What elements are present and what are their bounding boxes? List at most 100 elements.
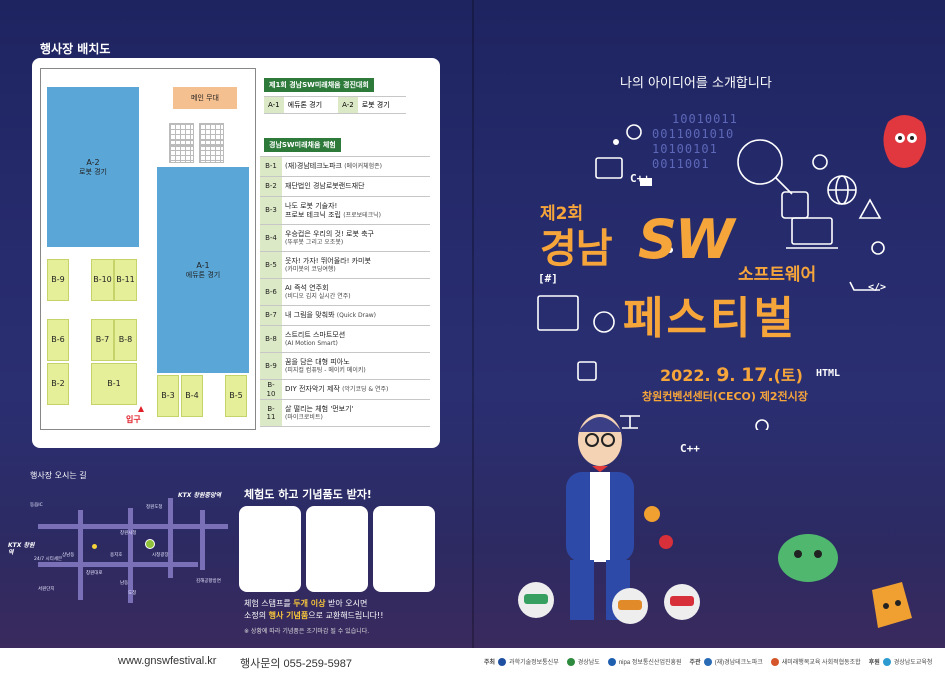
note-highlight: 두개 이상 bbox=[293, 599, 326, 608]
map-label: 김해공항방면 bbox=[196, 579, 221, 584]
website-link[interactable]: www.gnswfestival.kr bbox=[118, 655, 217, 667]
directions-map: KTX 창원중앙역 KTX 창원역 동읍IC 창원시청 정원도청 용지호 상남동… bbox=[8, 490, 233, 612]
row-text: 나도 로봇 기술자!프로보 테크닉 조립 (프로보테크닉) bbox=[282, 196, 430, 225]
zone-b7: B-7 bbox=[91, 319, 114, 361]
organizer-name: 새미래행복교육 사회적협동조합 bbox=[781, 660, 861, 666]
date-month: 9 bbox=[716, 364, 730, 386]
map-label: 용지호 bbox=[110, 553, 123, 558]
row-sub: (악기코딩 & 연주) bbox=[342, 386, 389, 394]
magnifier-icon bbox=[737, 139, 783, 185]
zone-b8-label: B-8 bbox=[118, 335, 133, 344]
binary-decoration: 10010011 0011001010 10100101 0011001 bbox=[652, 112, 738, 172]
stamp-box bbox=[373, 506, 435, 592]
row-sub: (메이커체험존) bbox=[344, 163, 383, 171]
row-code: B-3 bbox=[260, 196, 282, 225]
zone-b6: B-6 bbox=[47, 319, 69, 361]
contact-phone: 행사문의 055-259-5987 bbox=[240, 658, 353, 670]
organizer-name: (재)경남테크노파크 bbox=[714, 660, 763, 666]
code-window-icon bbox=[595, 157, 623, 179]
zone-a2-code: A-2 bbox=[86, 157, 100, 167]
row-sub: (피지컬 컴퓨팅 - 메이키 메이키) bbox=[285, 367, 366, 374]
organizer-name: 경상남도 bbox=[577, 660, 600, 666]
entrance-label: 입구 bbox=[126, 415, 141, 424]
stamp-box bbox=[239, 506, 301, 592]
organizer-role: 주관 bbox=[689, 660, 701, 666]
seating-block bbox=[199, 139, 224, 163]
organizer-name: 경상남도교육청 bbox=[893, 660, 933, 666]
note-text: 체험 스탬프를 bbox=[244, 599, 294, 608]
zone-main-stage: 메인 무대 bbox=[173, 87, 237, 109]
zone-b6-label: B-6 bbox=[51, 335, 65, 344]
title-festival: 페스티벌 bbox=[623, 293, 797, 344]
chip-icon bbox=[781, 191, 809, 219]
zone-a2-name: 로봇 경기 bbox=[79, 167, 107, 176]
bulb-icon bbox=[755, 419, 769, 430]
gear-icon bbox=[626, 124, 642, 140]
binary-line: 10100101 bbox=[652, 142, 718, 156]
map-label: 24/7 시티세븐 bbox=[34, 557, 63, 562]
organizer-role: 후원 bbox=[868, 660, 880, 666]
row-text: 살 떨리는 체험 '먼보기'(마이크로비트) bbox=[282, 399, 430, 427]
triangle-icon bbox=[858, 198, 882, 219]
organizer-item: 경상남도 bbox=[566, 657, 600, 666]
map-road bbox=[38, 562, 198, 567]
zone-b1-label: B-1 bbox=[107, 379, 121, 388]
map-label: 상남동 bbox=[62, 553, 75, 558]
row-title: 스트리트 스마트모션 bbox=[285, 330, 346, 339]
zone-b3: B-3 bbox=[157, 375, 179, 417]
row-text: AI 즉석 연주회(비디오 김지 실시간 연주) bbox=[282, 278, 430, 306]
row-text: DIY 전자악기 제작 (악기코딩 & 연주) bbox=[282, 379, 430, 400]
zone-b5: B-5 bbox=[225, 375, 247, 417]
row-title: 나도 로봇 기술자! bbox=[285, 202, 338, 211]
row-code: B-7 bbox=[260, 305, 282, 326]
map-road bbox=[200, 510, 205, 570]
map-label: 정원도청 bbox=[146, 505, 163, 510]
zone-b10-label: B-10 bbox=[93, 275, 112, 284]
small-mascot-icon bbox=[644, 506, 660, 522]
fold-line bbox=[472, 0, 474, 648]
zone-a1: A-1 에듀톤 경기 bbox=[157, 167, 249, 373]
map-label: 창원대로 bbox=[86, 571, 103, 576]
organizer-item: 새미래행복교육 사회적협동조합 bbox=[770, 657, 861, 666]
map-road bbox=[78, 510, 83, 600]
binary-line: 0011001010 bbox=[652, 127, 735, 141]
chip-icon bbox=[577, 361, 597, 381]
row-text: 꿈을 담은 대형 피아노(피지컬 컴퓨팅 - 메이키 메이키) bbox=[282, 352, 430, 380]
seating-block bbox=[169, 139, 194, 163]
row-code: B-11 bbox=[260, 399, 282, 427]
zone-b4: B-4 bbox=[181, 375, 203, 417]
note-highlight: 행사 기념품 bbox=[268, 611, 309, 620]
zone-b7-label: B-7 bbox=[95, 335, 110, 344]
row-text: 내 그림을 맞춰봐 (Quick Draw) bbox=[282, 305, 430, 326]
date-weekday: .(토) bbox=[767, 366, 803, 385]
date-year: 2022. bbox=[660, 366, 717, 385]
row-code: B-6 bbox=[260, 278, 282, 306]
contest-table: A-1 에듀톤 경기 A-2 로봇 경기 bbox=[264, 96, 406, 114]
row-title: 재단법인 경남로봇랜드재단 bbox=[285, 182, 365, 191]
title-sw: SW bbox=[638, 208, 734, 271]
map-label: 시청광장 bbox=[152, 553, 169, 558]
zone-b11: B-11 bbox=[114, 259, 137, 301]
cpp-label: C++ bbox=[680, 442, 700, 455]
browser-icon bbox=[537, 295, 579, 331]
title-region: 경남 bbox=[540, 226, 613, 272]
edition-label: 제2회 bbox=[540, 204, 584, 224]
organizer-name: 과학기술정보통신부 bbox=[509, 660, 559, 666]
row-sub: (프로보테크닉) bbox=[343, 211, 382, 219]
event-venue: 창원컨벤션센터(CECO) 제2전시장 bbox=[642, 390, 808, 403]
ktx-top-label: KTX 창원중앙역 bbox=[178, 492, 222, 499]
network-icon bbox=[620, 415, 640, 429]
row-title: 내 그림을 맞춰봐 bbox=[285, 311, 335, 320]
zone-a1-name: 에듀톤 경기 bbox=[185, 270, 221, 279]
org-logo-icon bbox=[770, 657, 779, 666]
zone-a1-code: A-1 bbox=[196, 260, 210, 270]
row-code: B-4 bbox=[260, 224, 282, 252]
